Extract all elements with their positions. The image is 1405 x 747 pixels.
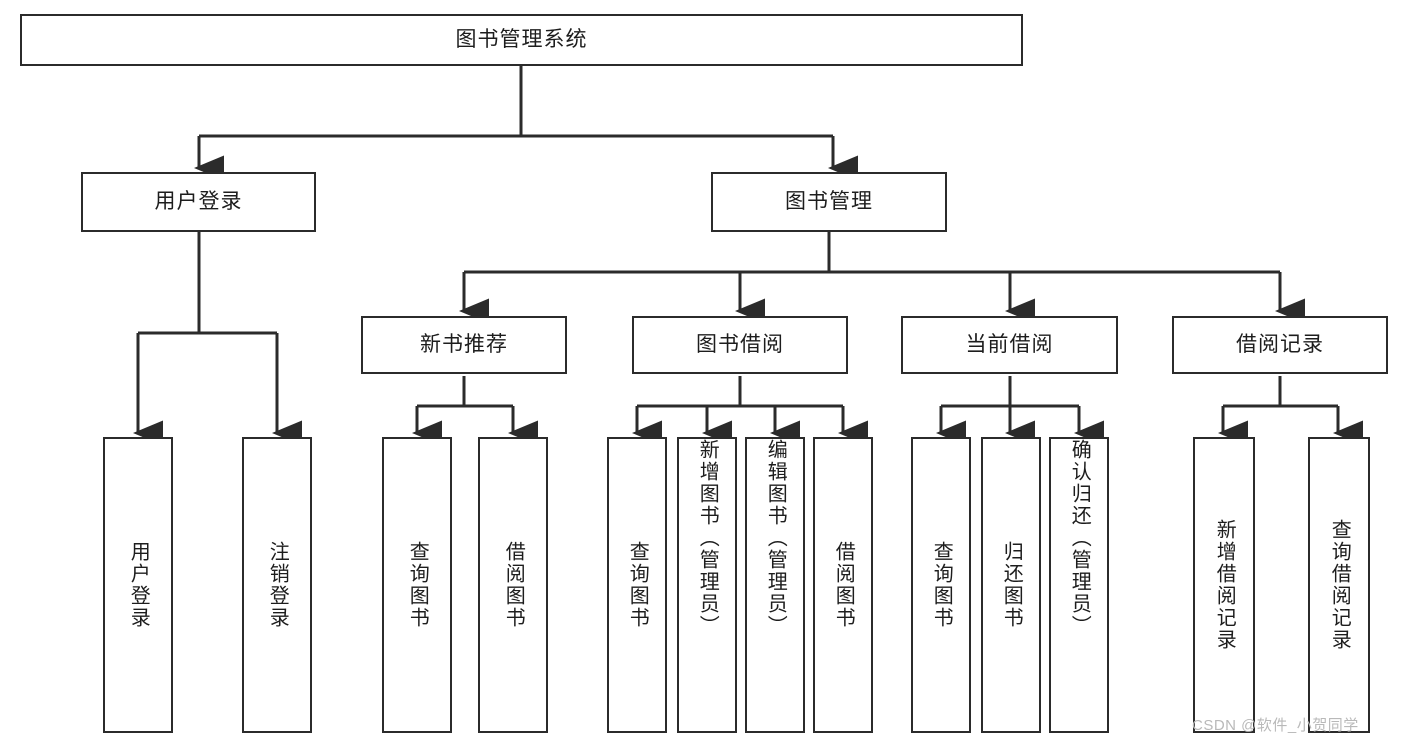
leaf-add-book-label: 新增图书（管理员） — [696, 439, 719, 637]
leaf-query-record[interactable]: 查询借阅记录 — [1308, 437, 1370, 733]
node-borrow-record[interactable]: 借阅记录 — [1172, 316, 1388, 374]
leaf-query-book-2[interactable]: 查询图书 — [607, 437, 667, 733]
leaf-user-logout-label: 注销登录 — [266, 541, 289, 629]
leaf-query-book-1-label: 查询图书 — [406, 541, 429, 629]
leaf-query-book-2-label: 查询图书 — [626, 541, 649, 629]
node-root-label: 图书管理系统 — [455, 28, 588, 52]
leaf-borrow-book-1-label: 借阅图书 — [502, 541, 525, 629]
leaf-user-logout[interactable]: 注销登录 — [242, 437, 312, 733]
leaf-query-book-3-label: 查询图书 — [930, 541, 953, 629]
csdn-watermark: CSDN @软件_小贺同学 — [1192, 717, 1359, 734]
leaf-confirm-return-label: 确认归还（管理员） — [1068, 439, 1091, 637]
node-root[interactable]: 图书管理系统 — [20, 14, 1023, 66]
node-current-borrow-label: 当前借阅 — [965, 333, 1054, 357]
leaf-confirm-return[interactable]: 确认归还（管理员） — [1049, 437, 1109, 733]
leaf-add-record[interactable]: 新增借阅记录 — [1193, 437, 1255, 733]
leaf-add-record-label: 新增借阅记录 — [1213, 519, 1236, 651]
leaf-borrow-book-2[interactable]: 借阅图书 — [813, 437, 873, 733]
leaf-user-login-label: 用户登录 — [127, 541, 150, 629]
leaf-user-login[interactable]: 用户登录 — [103, 437, 173, 733]
node-book-borrow-label: 图书借阅 — [696, 333, 784, 357]
leaf-query-book-3[interactable]: 查询图书 — [911, 437, 971, 733]
leaf-query-record-label: 查询借阅记录 — [1328, 519, 1351, 651]
leaf-add-book[interactable]: 新增图书（管理员） — [677, 437, 737, 733]
leaf-return-book[interactable]: 归还图书 — [981, 437, 1041, 733]
leaf-query-book-1[interactable]: 查询图书 — [382, 437, 452, 733]
node-book-manage-label: 图书管理 — [785, 190, 873, 214]
leaf-edit-book[interactable]: 编辑图书（管理员） — [745, 437, 805, 733]
node-book-borrow[interactable]: 图书借阅 — [632, 316, 848, 374]
leaf-borrow-book-2-label: 借阅图书 — [832, 541, 855, 629]
node-new-book-recommend[interactable]: 新书推荐 — [361, 316, 567, 374]
leaf-return-book-label: 归还图书 — [1000, 541, 1023, 629]
node-user-login-label: 用户登录 — [154, 190, 243, 214]
node-current-borrow[interactable]: 当前借阅 — [901, 316, 1118, 374]
node-borrow-record-label: 借阅记录 — [1236, 333, 1324, 357]
node-book-manage[interactable]: 图书管理 — [711, 172, 947, 232]
leaf-edit-book-label: 编辑图书（管理员） — [764, 439, 787, 637]
node-new-book-recommend-label: 新书推荐 — [420, 333, 508, 357]
leaf-borrow-book-1[interactable]: 借阅图书 — [478, 437, 548, 733]
node-user-login[interactable]: 用户登录 — [81, 172, 316, 232]
